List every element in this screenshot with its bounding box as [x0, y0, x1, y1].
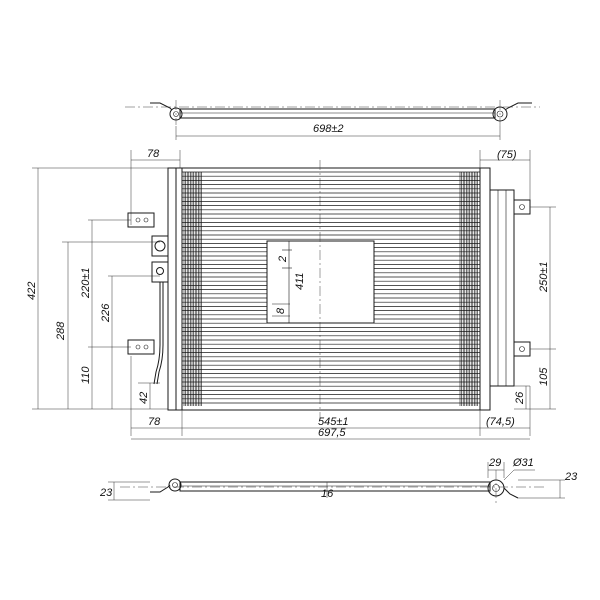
condenser-fins [182, 171, 480, 406]
dim-right-250: 250±1 [538, 261, 550, 293]
dim-bottom-29: 29 [488, 457, 501, 469]
dim-center-8: 8 [275, 307, 287, 314]
dim-height-total: 422 [26, 282, 38, 300]
bottom-dimensions: 78 545±1 (74,5) 697,5 [130, 356, 531, 440]
dim-left-bracket-offset: 78 [147, 148, 160, 160]
dim-bottom-23-left: 23 [99, 487, 113, 499]
dim-center-2: 2 [277, 256, 289, 263]
dim-height-42: 42 [138, 392, 150, 404]
dim-right-26: 26 [514, 391, 526, 405]
dim-height-226: 226 [100, 303, 112, 323]
front-view: 78 (75) 422 288 220±1 226 110 42 [26, 148, 556, 420]
dim-height-220: 220±1 [80, 267, 92, 299]
dim-right-offset-top: (75) [497, 149, 517, 161]
dim-height-288: 288 [55, 321, 67, 341]
dim-bottom-dia: Ø31 [512, 457, 534, 469]
dim-top-width: 698±2 [313, 123, 344, 135]
dim-right-offset-bottom: (74,5) [486, 416, 515, 428]
top-view: 698±2 [125, 100, 540, 140]
dim-right-105: 105 [538, 367, 550, 386]
dim-overall-width: 697,5 [318, 427, 346, 439]
dim-core-width: 545±1 [318, 416, 349, 428]
dim-height-110: 110 [80, 366, 92, 384]
dim-center-411: 411 [294, 272, 306, 290]
dim-bottom-78: 78 [148, 416, 161, 428]
bottom-view: 29 Ø31 23 16 23 [99, 457, 578, 505]
dim-bottom-16: 16 [321, 488, 334, 500]
dim-bottom-23-right: 23 [564, 471, 578, 483]
